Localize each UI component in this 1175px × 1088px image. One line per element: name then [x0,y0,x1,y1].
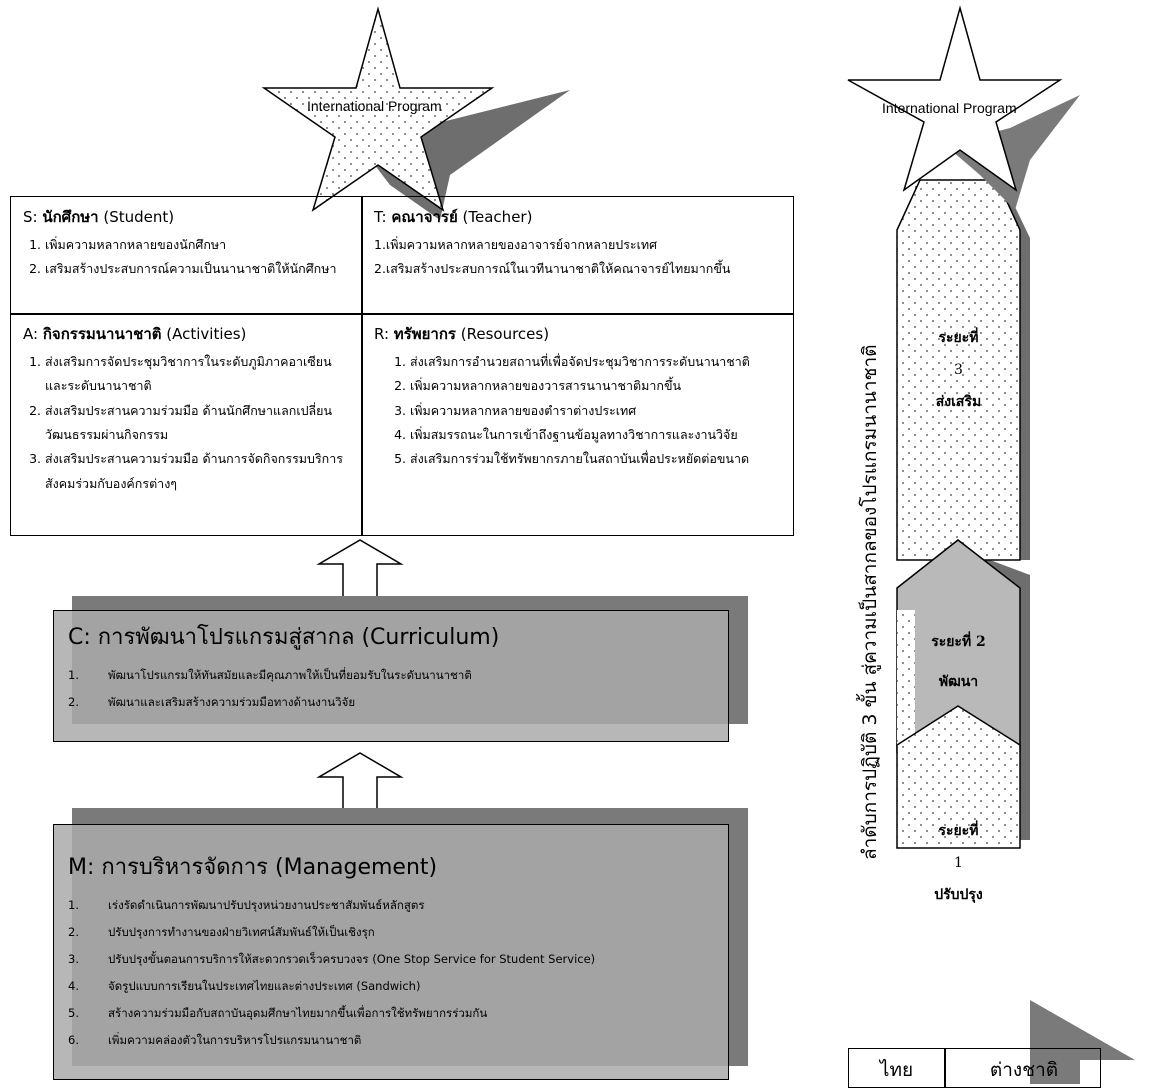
management-item: 2.ปรับปรุงการทำงานของฝ่ายวิเทศน์สัมพันธ์… [68,925,375,939]
student-item: เพิ่มความหลากหลายของนักศึกษา [45,233,349,257]
right-star-shadow [945,95,1080,210]
student-cell: S: นักศึกษา (Student) เพิ่มความหลากหลายข… [11,197,361,313]
management-item: 6.เพิ่มความคล่องตัวในการบริหารโปรแกรมนาน… [68,1033,362,1047]
curriculum-item: 1.พัฒนาโปรแกรมให้ทันสมัยและมีคุณภาพให้เป… [68,668,472,682]
student-list: เพิ่มความหลากหลายของนักศึกษา เสริมสร้างป… [23,233,349,282]
teacher-title: T: คณาจารย์ (Teacher) [374,208,533,226]
management-item: 3.ปรับปรุงขั้นตอนการบริการให้สะดวกรวดเร็… [68,952,596,966]
teacher-item: 1.เพิ่มความหลากหลายของอาจารย์จากหลายประเ… [374,236,658,252]
left-star-label: International Program [307,98,442,114]
legend-foreign: ต่างชาติ [989,1059,1059,1081]
resources-item: เพิ่มสมรรถนะในการเข้าถึงฐานข้อมูลทางวิชา… [410,423,782,447]
curriculum-item: 2.พัฒนาและเสริมสร้างความร่วมมือทางด้านงา… [68,695,356,709]
teacher-item: 2.เสริมสร้างประสบการณ์ในเวทีนานาชาติให้ค… [374,261,731,277]
resources-cell: R: ทรัพยากร (Resources) ส่งเสริมการอำนวย… [362,314,794,536]
curriculum-title: C: การพัฒนาโปรแกรมสู่สากล (Curriculum) [68,625,500,650]
resources-list: ส่งเสริมการอำนวยสถานที่เพื่อจัดประชุมวิช… [374,350,782,472]
phase3-shape [896,179,1021,561]
management-title: M: การบริหารจัดการ (Management) [68,855,438,880]
left-star-shape [261,6,495,212]
activities-item: ส่งเสริมการจัดประชุมวิชาการในระดับภูมิภา… [45,350,349,399]
left-star-graphic [261,6,570,220]
activities-item: ส่งเสริมประสานความร่วมมือ ด้านนักศึกษาแล… [45,399,349,448]
phase-sequence-label: ลำดับการปฏิบัติ 3 ขั้น สู่ความเป็นสากลขอ… [859,344,881,860]
resources-item: เพิ่มความหลากหลายของวารสารนานาชาติมากขึ้… [410,374,782,398]
resources-title: R: ทรัพยากร (Resources) [374,325,550,343]
legend-shadow [1030,1000,1135,1084]
curriculum-box: C: การพัฒนาโปรแกรมสู่สากล (Curriculum) 1… [53,610,729,742]
legend-box: ไทย ต่างชาติ [848,1048,1101,1088]
resources-item: เพิ่มความหลากหลายของตำราต่างประเทศ [410,399,782,423]
management-box: M: การบริหารจัดการ (Management) 1.เร่งรั… [53,824,729,1080]
activities-list: ส่งเสริมการจัดประชุมวิชาการในระดับภูมิภา… [23,350,349,496]
right-star-shape [847,5,1063,192]
grid-horizontal-divider [11,313,793,315]
right-star-label: International Program [882,100,1017,116]
management-item: 1.เร่งรัดดำเนินการพัฒนาปรับปรุงหน่วยงานป… [68,898,425,912]
student-item: เสริมสร้างประสบการณ์ความเป็นนานาชาติให้น… [45,257,349,281]
phase-column-graphic [847,5,1135,1084]
student-title: S: นักศึกษา (Student) [23,208,175,226]
resources-item: ส่งเสริมการอำนวยสถานที่เพื่อจัดประชุมวิช… [410,350,782,374]
phase1-shape [896,705,1021,849]
management-item: 5.สร้างความร่วมมือกับสถาบันอุดมศึกษาไทยม… [68,1006,488,1020]
resources-item: ส่งเสริมการร่วมใช้ทรัพยากรภายในสถาบันเพื… [410,447,782,471]
grid-vertical-divider [361,197,363,535]
activities-item: ส่งเสริมประสานความร่วมมือ ด้านการจัดกิจก… [45,447,349,496]
activities-title: A: กิจกรรมนานาชาติ (Activities) [23,325,247,343]
teacher-cell: T: คณาจารย์ (Teacher) 1.เพิ่มความหลากหลา… [362,197,794,313]
management-item: 4.จัดรูปแบบการเรียนในประเทศไทยและต่างประ… [68,979,421,993]
legend-thai: ไทย [879,1059,914,1081]
phase2-left-strip [897,610,915,752]
teacher-list: 1.เพิ่มความหลากหลายของอาจารย์จากหลายประเ… [374,233,782,282]
satr-grid: S: นักศึกษา (Student) เพิ่มความหลากหลายข… [10,196,794,536]
activities-cell: A: กิจกรรมนานาชาติ (Activities) ส่งเสริม… [11,314,361,536]
legend-divider [944,1049,946,1087]
